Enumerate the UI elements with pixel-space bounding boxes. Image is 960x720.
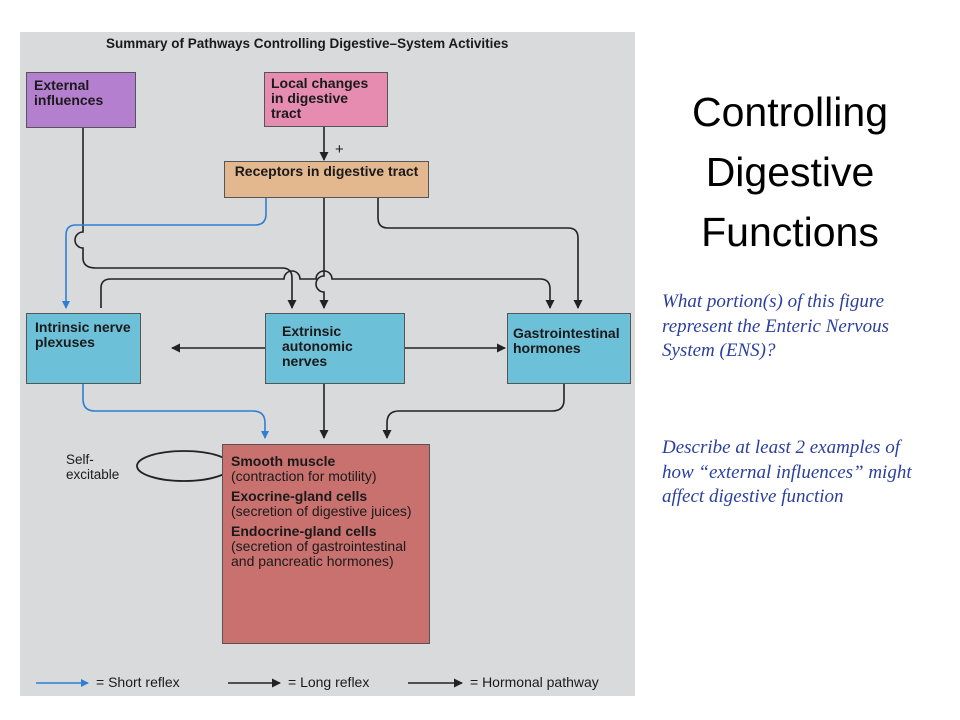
arrow-receptors-to-hormones xyxy=(377,198,583,309)
box-external-label: External influences xyxy=(34,77,104,108)
arrow-receptors-to-extrinsic xyxy=(315,198,329,309)
arrow-external-to-extrinsic xyxy=(74,128,297,309)
plus-sign: + xyxy=(335,141,344,158)
target-endocrine-head: Endocrine-gland cells xyxy=(231,523,377,539)
target-endocrine-sub: (secretion of gastrointestinal and pancr… xyxy=(231,538,407,569)
target-exocrine-gland: Exocrine-gland cells (secretion of diges… xyxy=(231,489,421,519)
target-smooth-muscle-sub: (contraction for motility) xyxy=(231,468,377,484)
target-exocrine-sub: (secretion of digestive juices) xyxy=(231,503,412,519)
box-external-influences: External influences xyxy=(26,72,136,128)
arrow-intrinsic-to-hormones xyxy=(100,270,555,309)
box-gi-hormones-label: Gastrointestinal hormones xyxy=(513,325,620,356)
pathway-figure: Summary of Pathways Controlling Digestiv… xyxy=(20,32,635,696)
box-extrinsic-autonomic-nerves: Extrinsic autonomic nerves xyxy=(265,313,405,384)
target-exocrine-head: Exocrine-gland cells xyxy=(231,488,368,504)
box-intrinsic-nerve-plexuses: Intrinsic nerve plexuses xyxy=(26,313,141,384)
box-extrinsic-label: Extrinsic autonomic nerves xyxy=(282,323,353,369)
figure-title: Summary of Pathways Controlling Digestiv… xyxy=(106,36,509,51)
self-excitable-loop xyxy=(136,450,232,482)
box-receptors-label: Receptors in digestive tract xyxy=(234,163,419,179)
target-smooth-muscle: Smooth muscle (contraction for motility) xyxy=(231,454,421,484)
legend-long-reflex: = Long reflex xyxy=(288,674,370,690)
legend-hormonal-pathway: = Hormonal pathway xyxy=(470,674,599,690)
question-external-influences: Describe at least 2 examples of how “ext… xyxy=(662,437,912,507)
arrow-hormones-to-target xyxy=(382,384,565,439)
box-receptors: Receptors in digestive tract xyxy=(224,161,429,198)
slide-title: Controlling Digestive Functions xyxy=(692,89,888,255)
arrow-intrinsic-to-target xyxy=(82,384,269,439)
box-local-label: Local changes in digestive tract xyxy=(271,75,369,121)
question-ens: What portion(s) of this figure represent… xyxy=(662,291,890,361)
box-effector-targets: Smooth muscle (contraction for motility)… xyxy=(222,444,430,644)
arrow-receptors-to-intrinsic xyxy=(62,198,267,309)
legend-short-reflex: = Short reflex xyxy=(96,674,180,690)
target-smooth-muscle-head: Smooth muscle xyxy=(231,453,336,469)
self-excitable-label: Self-excitable xyxy=(66,452,120,482)
box-gastrointestinal-hormones: Gastrointestinal hormones xyxy=(507,313,631,384)
target-endocrine-gland: Endocrine-gland cells (secretion of gast… xyxy=(231,524,421,569)
box-intrinsic-label: Intrinsic nerve plexuses xyxy=(35,319,131,350)
box-local-changes: Local changes in digestive tract xyxy=(264,72,388,127)
